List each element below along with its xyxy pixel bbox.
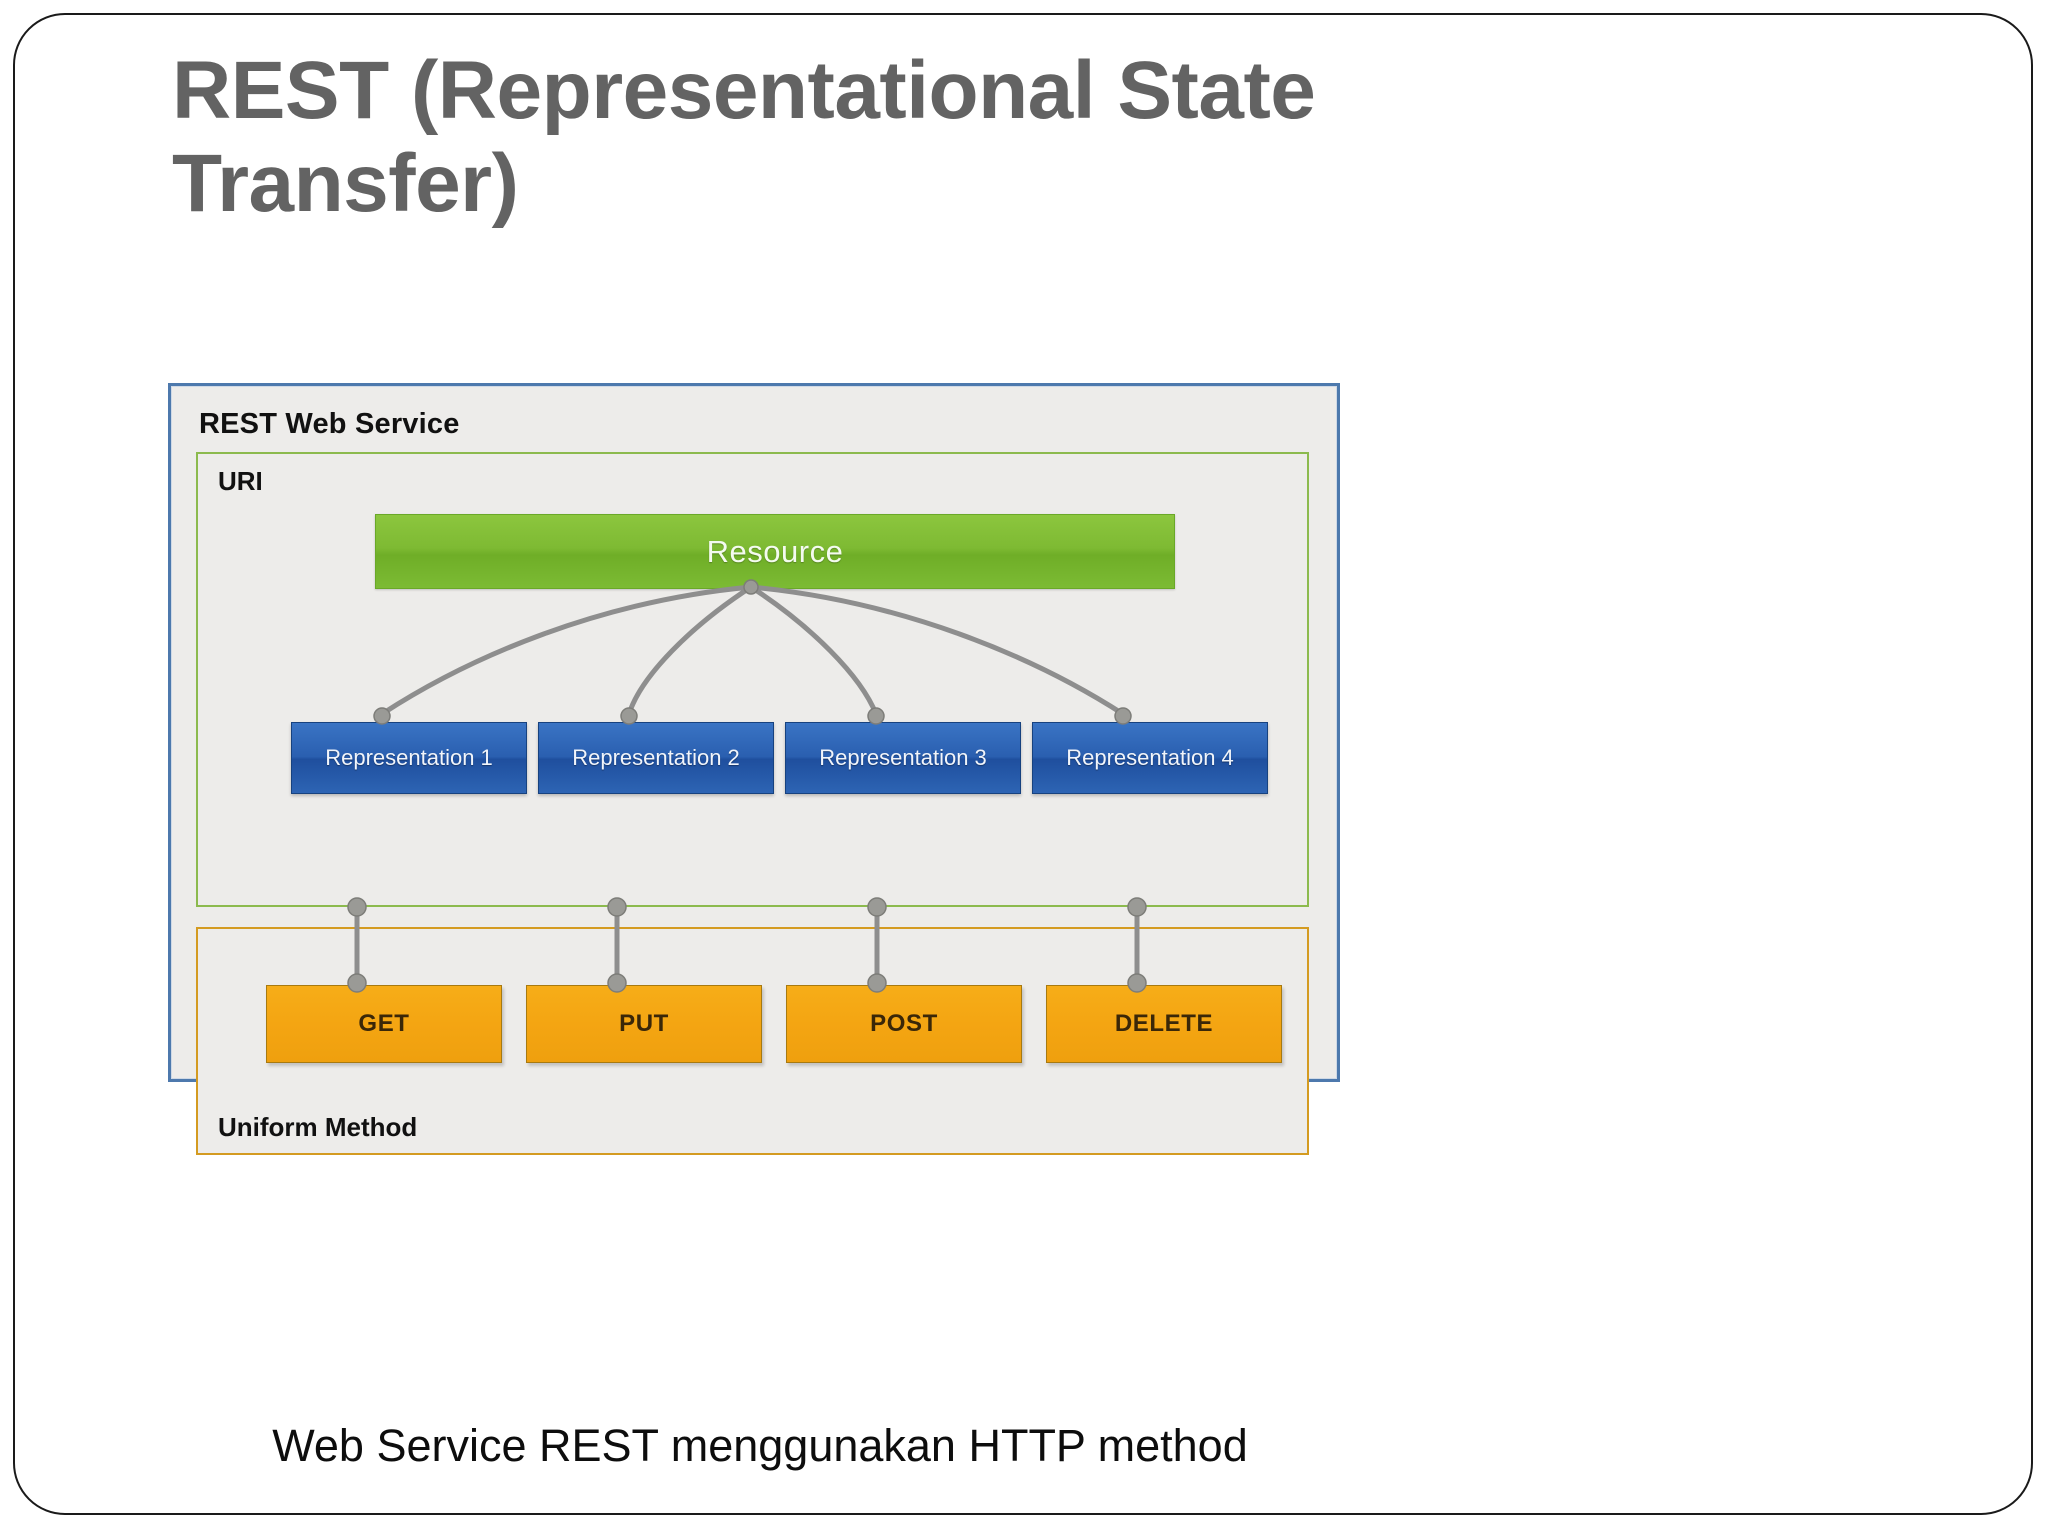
representation-box-1: Representation 1: [291, 722, 527, 794]
method-label-delete: DELETE: [1114, 1010, 1214, 1037]
rest-web-service-diagram: REST Web Service URI Resource Representa…: [168, 383, 1340, 1155]
uniform-method-label: Uniform Method: [218, 1112, 418, 1142]
representation-box-3: Representation 3: [785, 722, 1021, 794]
resource-box: Resource: [375, 514, 1175, 589]
page-title: REST (Representational State Transfer): [172, 45, 1338, 230]
diagram-caption: Web Service REST menggunakan HTTP method: [272, 1420, 1248, 1471]
method-label-put: PUT: [619, 1010, 669, 1037]
representation-box-2: Representation 2: [538, 722, 774, 794]
uri-panel: URI Resource Representation 1 Representa…: [196, 452, 1309, 907]
uri-label: URI: [218, 466, 263, 496]
method-label-get: GET: [358, 1010, 410, 1037]
method-box-put: PUT: [526, 985, 762, 1063]
method-box-get: GET: [266, 985, 502, 1063]
representation-box-4: Representation 4: [1032, 722, 1268, 794]
uniform-method-panel: GET PUT POST DELETE Uniform Method: [196, 927, 1309, 1155]
representation-label-3: Representation 3: [819, 745, 987, 770]
representation-label-1: Representation 1: [325, 745, 493, 770]
method-box-delete: DELETE: [1046, 985, 1282, 1063]
method-label-post: POST: [870, 1010, 938, 1037]
representation-label-2: Representation 2: [572, 745, 740, 770]
method-box-post: POST: [786, 985, 1022, 1063]
representation-label-4: Representation 4: [1066, 745, 1234, 770]
resource-label: Resource: [706, 533, 844, 569]
rest-web-service-label: REST Web Service: [199, 408, 460, 440]
